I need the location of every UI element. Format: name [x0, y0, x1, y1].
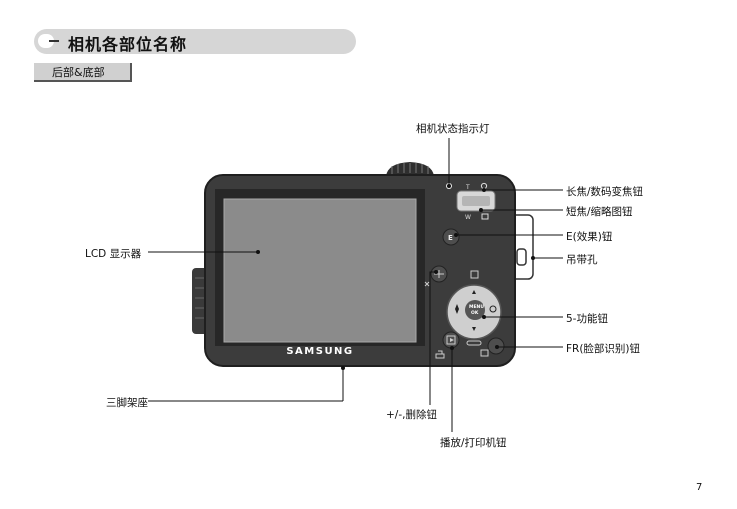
delete-icon — [470, 270, 479, 279]
title-bar — [34, 29, 356, 54]
label-play-print: 播放/打印机钮 — [440, 437, 507, 449]
macro-bar-icon — [466, 340, 482, 346]
title-pill-icon — [38, 34, 54, 48]
label-delete-button: +/-,删除钮 — [386, 409, 437, 421]
label-five-function: 5-功能钮 — [566, 313, 608, 325]
thumbnail-icon — [481, 213, 489, 220]
section-heading: 后部&底部 — [52, 66, 105, 79]
lcd-screen — [223, 198, 417, 343]
label-status-lamp: 相机状态指示灯 — [416, 123, 490, 135]
label-lcd: LCD 显示器 — [85, 248, 142, 260]
label-zoom-tele: 长焦/数码变焦钮 — [566, 186, 644, 198]
label-zoom-wide: 短焦/缩略图钮 — [566, 206, 633, 218]
pad-up-icon — [472, 290, 476, 294]
title-dash-icon — [49, 40, 59, 42]
page-number: 7 — [696, 482, 703, 493]
svg-text:E: E — [448, 234, 453, 242]
pad-down-icon — [472, 327, 476, 331]
svg-text:OK: OK — [471, 310, 479, 316]
svg-text:MENU: MENU — [469, 304, 484, 310]
menu-ok-button — [465, 300, 485, 320]
label-tripod: 三脚架座 — [106, 397, 148, 409]
brand-logo: SAMSUNG — [286, 346, 353, 357]
zoom-t-mark: T — [465, 184, 470, 191]
pad-left-icon — [455, 304, 459, 314]
label-strap-eyelet: 吊带孔 — [566, 254, 598, 266]
section-tab — [34, 63, 132, 82]
face-icon — [480, 349, 489, 357]
label-effect-button: E(效果)钮 — [566, 231, 613, 243]
page-title: 相机各部位名称 — [68, 35, 188, 54]
effect-button — [442, 228, 460, 246]
strap-eyelet-hole — [516, 248, 527, 266]
label-fr-button: FR(脸部识别)钮 — [566, 343, 641, 355]
zoom-w-mark: W — [465, 214, 471, 221]
printer-icon — [435, 350, 445, 359]
pad-right-icon — [489, 305, 497, 313]
